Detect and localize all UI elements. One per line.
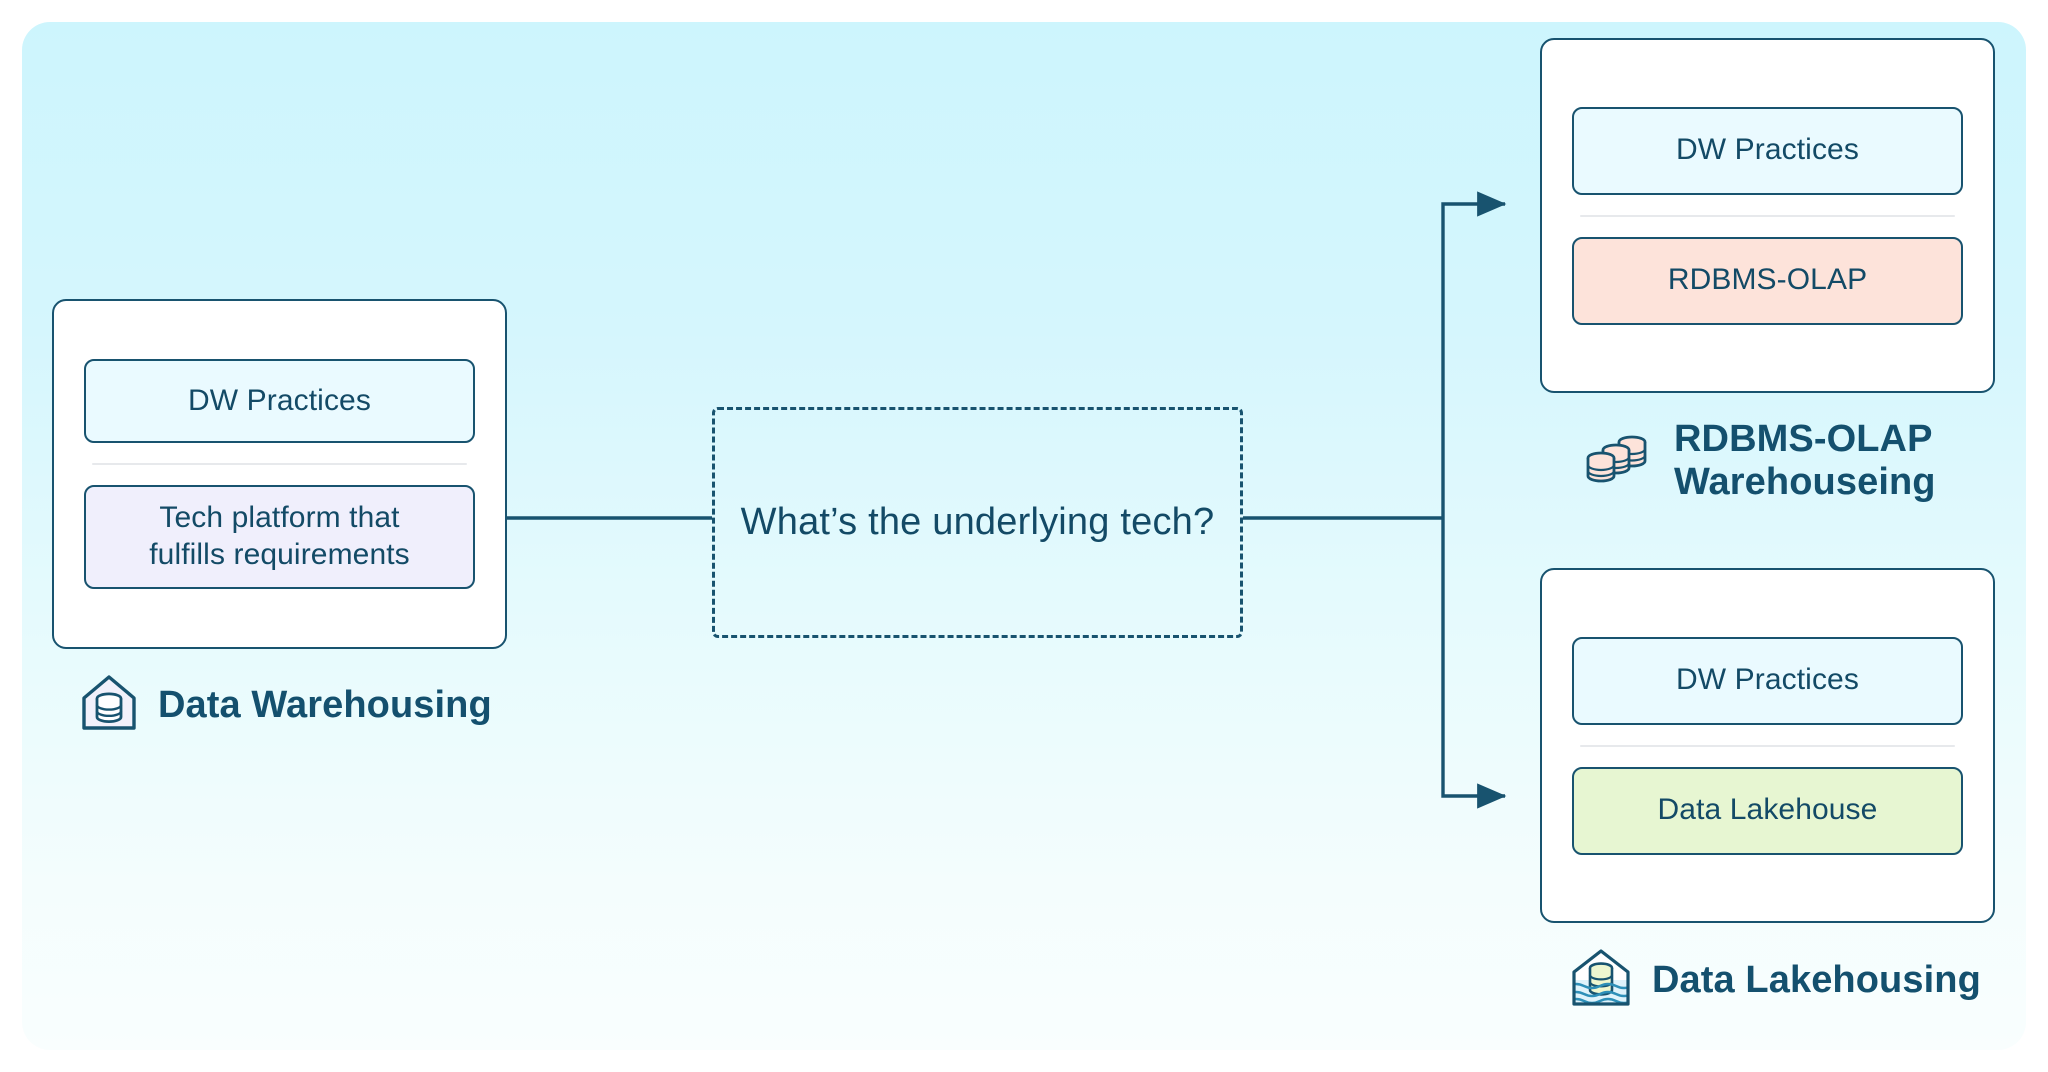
chip-rdbms-olap[interactable]: RDBMS-OLAP xyxy=(1572,236,1963,325)
card-divider xyxy=(1580,744,1955,747)
card-divider xyxy=(92,463,467,465)
stacked-databases-icon xyxy=(1586,425,1656,496)
card-divider xyxy=(1580,214,1955,217)
caption-rdbms-olap-warehouseing: RDBMS-OLAP Warehouseing xyxy=(1586,418,1936,503)
chip-dw-practices[interactable]: DW Practices xyxy=(1572,636,1963,725)
card-data-warehousing[interactable]: DW Practices Tech platform that fulfills… xyxy=(52,299,507,649)
decision-box[interactable]: What’s the underlying tech? xyxy=(712,407,1243,638)
caption-label: Data Lakehousing xyxy=(1652,959,1981,1002)
caption-label: Data Warehousing xyxy=(158,684,492,727)
caption-label: RDBMS-OLAP Warehouseing xyxy=(1674,418,1936,503)
decision-question: What’s the underlying tech? xyxy=(740,501,1215,543)
card-body: DW Practices Tech platform that fulfills… xyxy=(54,301,505,647)
card-body: DW Practices Data Lakehouse xyxy=(1542,570,1993,921)
chip-dw-practices[interactable]: DW Practices xyxy=(1572,106,1963,195)
card-data-lakehouse[interactable]: DW Practices Data Lakehouse xyxy=(1540,568,1995,923)
chip-dw-practices[interactable]: DW Practices xyxy=(84,359,475,443)
card-body: DW Practices RDBMS-OLAP xyxy=(1542,40,1993,391)
warehouse-database-icon xyxy=(78,672,140,739)
caption-data-warehousing: Data Warehousing xyxy=(78,672,492,739)
lakehouse-waves-icon xyxy=(1568,946,1634,1015)
chip-data-lakehouse[interactable]: Data Lakehouse xyxy=(1572,766,1963,855)
chip-tech-platform[interactable]: Tech platform that fulfills requirements xyxy=(84,485,475,589)
card-rdbms-olap[interactable]: DW Practices RDBMS-OLAP xyxy=(1540,38,1995,393)
caption-data-lakehousing: Data Lakehousing xyxy=(1568,946,1981,1015)
